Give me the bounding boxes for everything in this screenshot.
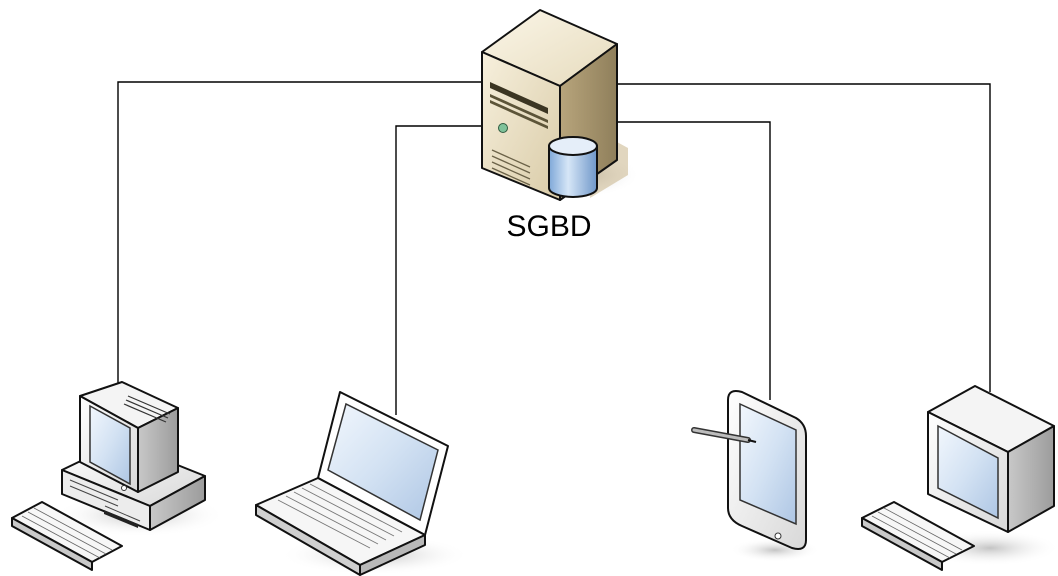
workstation bbox=[861, 385, 1058, 571]
connection-lines bbox=[117, 81, 991, 415]
workstation-computer-icon bbox=[861, 385, 1058, 571]
database-server: SGBD bbox=[481, 9, 640, 243]
database-server-icon bbox=[481, 9, 640, 201]
desktop-computer-icon bbox=[11, 381, 225, 571]
connection-server-desktop bbox=[117, 81, 482, 392]
tablet bbox=[691, 390, 820, 562]
server-label: SGBD bbox=[506, 210, 591, 243]
connection-server-tablet bbox=[617, 121, 771, 400]
connection-server-workstation bbox=[617, 83, 991, 392]
connection-server-laptop bbox=[395, 125, 482, 415]
laptop bbox=[255, 391, 470, 576]
desktop-computer bbox=[11, 381, 225, 571]
tablet-with-stylus-icon bbox=[691, 390, 820, 562]
laptop-icon bbox=[255, 391, 470, 576]
